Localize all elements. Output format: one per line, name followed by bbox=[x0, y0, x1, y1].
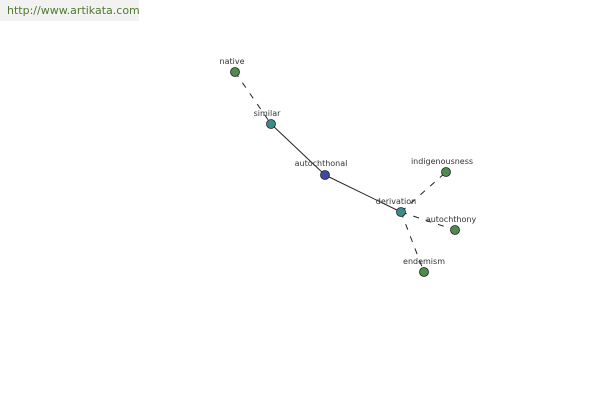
node-autochthonal[interactable]: autochthonal bbox=[295, 159, 348, 180]
node-label-native[interactable]: native bbox=[220, 57, 245, 66]
nodes-layer: native similar autochthonal derivation indig… bbox=[220, 57, 477, 277]
node-circle-similar[interactable] bbox=[266, 119, 276, 129]
node-indigenousness[interactable]: indigenousness bbox=[411, 157, 473, 177]
source-url-link[interactable]: http://www.artikata.com bbox=[0, 0, 140, 21]
node-circle-native[interactable] bbox=[230, 67, 240, 77]
node-label-similar[interactable]: similar bbox=[254, 109, 282, 118]
node-label-indigenousness[interactable]: indigenousness bbox=[411, 157, 473, 166]
node-native[interactable]: native bbox=[220, 57, 245, 77]
edge-similar-autochthonal bbox=[270, 123, 326, 176]
node-circle-autochthony[interactable] bbox=[450, 225, 460, 235]
edge-derivation-indigenousness bbox=[400, 171, 447, 213]
edge-native-similar bbox=[234, 71, 272, 125]
edge-autochthonal-derivation bbox=[324, 174, 402, 213]
node-circle-autochthonal[interactable] bbox=[320, 170, 330, 180]
node-label-endemism[interactable]: endemism bbox=[403, 257, 445, 266]
node-circle-indigenousness[interactable] bbox=[441, 167, 451, 177]
node-circle-derivation[interactable] bbox=[396, 207, 406, 217]
node-endemism[interactable]: endemism bbox=[403, 257, 445, 277]
node-autochthony[interactable]: autochthony bbox=[426, 215, 477, 235]
node-label-derivation[interactable]: derivation bbox=[376, 197, 416, 206]
node-circle-endemism[interactable] bbox=[419, 267, 429, 277]
node-similar[interactable]: similar bbox=[254, 109, 282, 129]
node-label-autochthonal[interactable]: autochthonal bbox=[295, 159, 348, 168]
edges-layer bbox=[234, 71, 456, 273]
node-label-autochthony[interactable]: autochthony bbox=[426, 215, 477, 224]
node-derivation[interactable]: derivation bbox=[376, 197, 416, 217]
edge-derivation-autochthony bbox=[400, 211, 456, 231]
edge-derivation-endemism bbox=[400, 211, 425, 273]
